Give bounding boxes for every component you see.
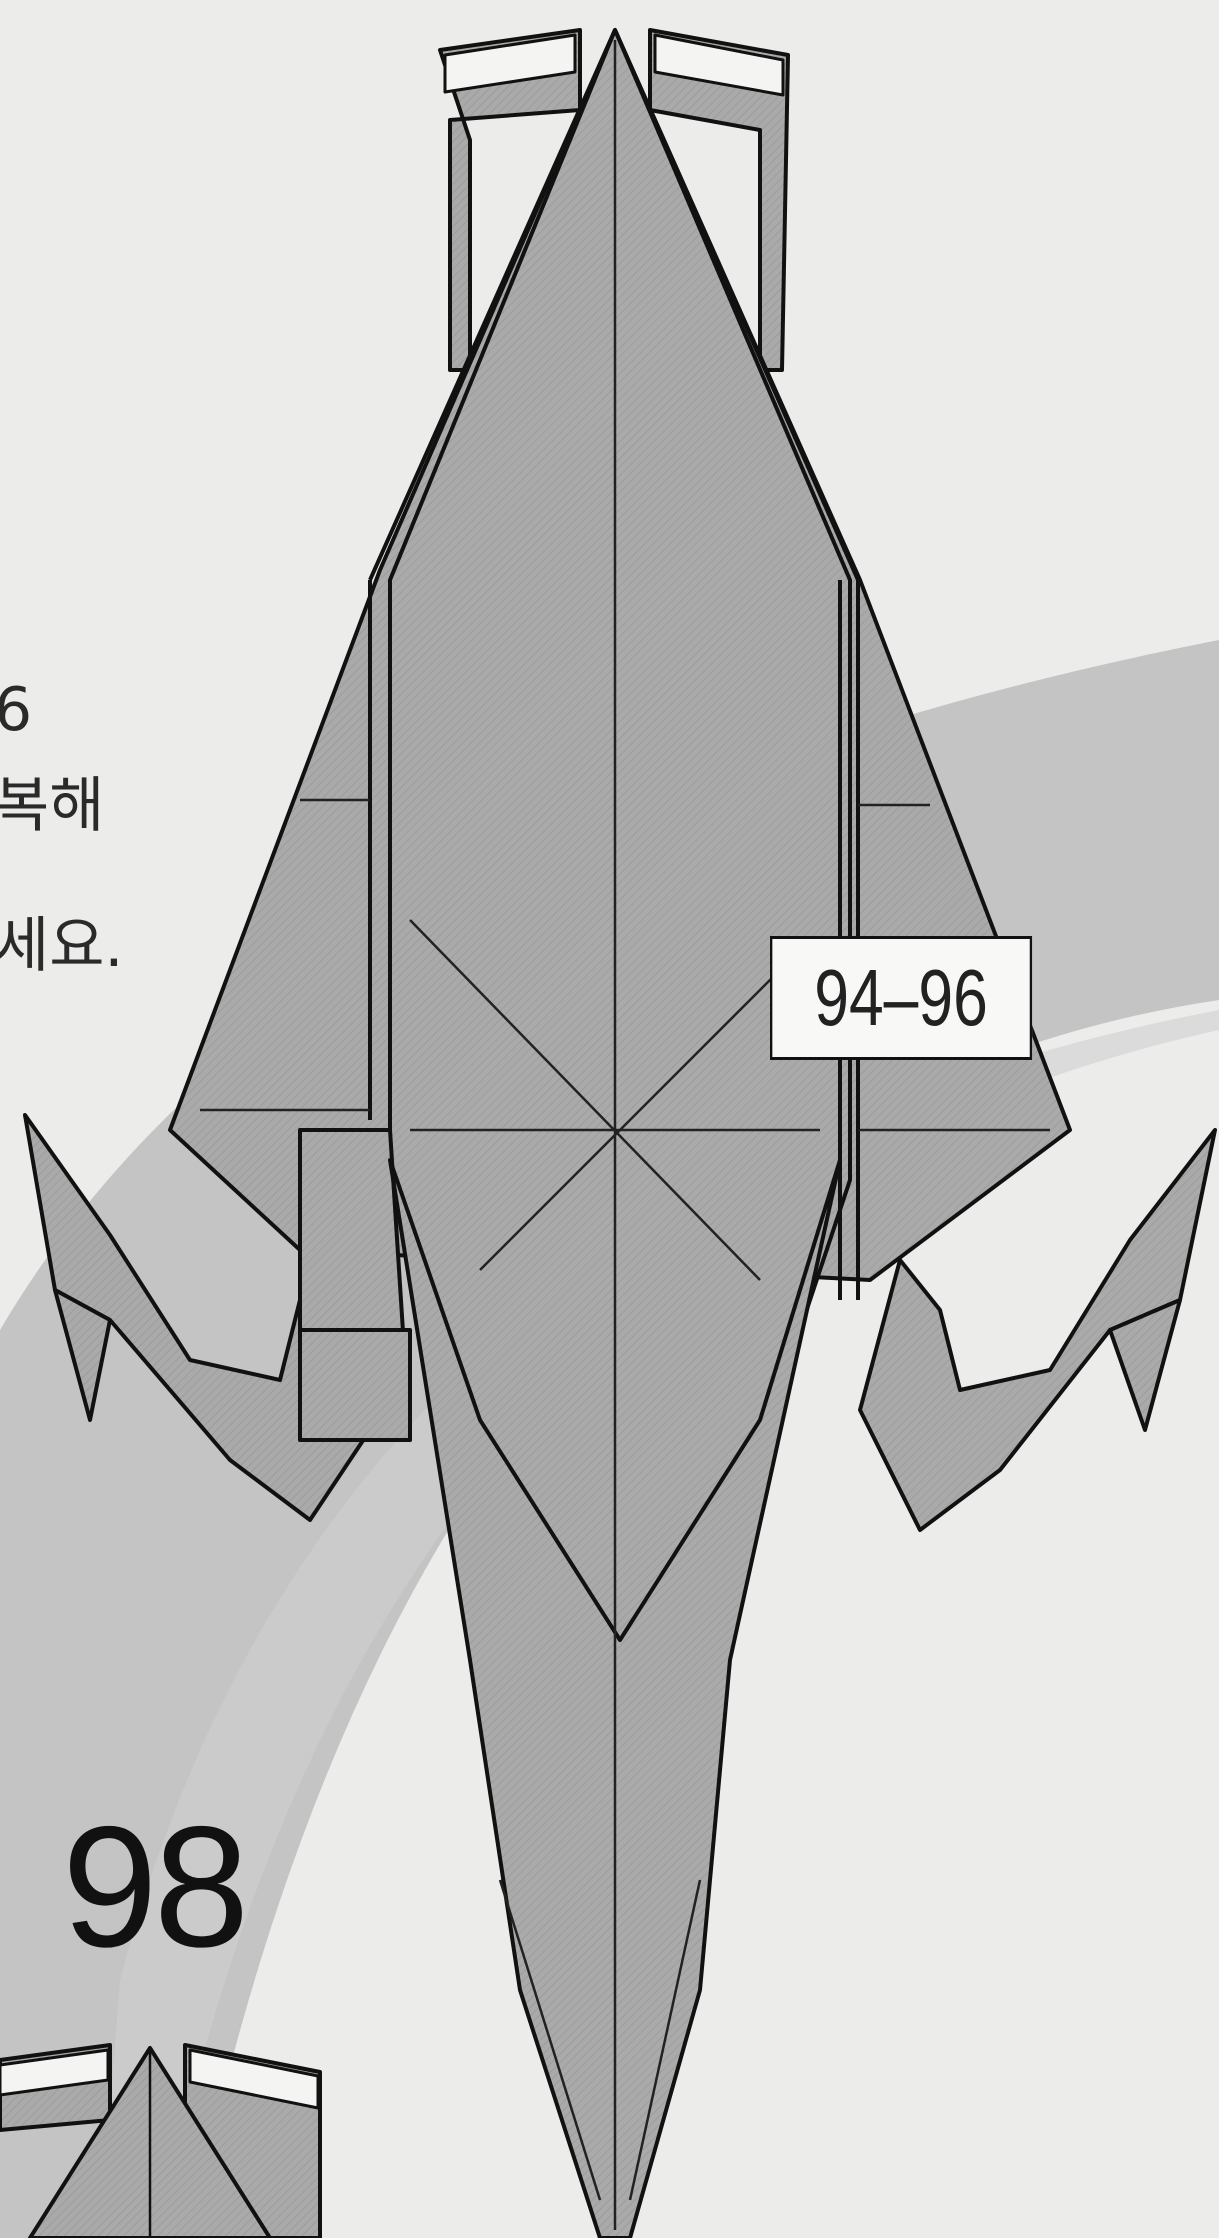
top-left-tab-stripe	[443, 33, 577, 94]
preview-left-stripe	[0, 2048, 110, 2097]
side-text-line-1: 6	[0, 675, 33, 745]
left-arm-claw	[53, 1288, 112, 1422]
next-step-preview	[0, 2043, 322, 2238]
tail-inner-left	[498, 1879, 602, 2201]
tail-inner-right	[628, 1879, 702, 2201]
step-number: 98	[62, 1791, 249, 1983]
crease-lines	[200, 40, 1050, 2230]
top-right-tab-stripe	[653, 33, 785, 97]
preview-right-stripe	[188, 2048, 320, 2110]
upper-right-hinge	[613, 29, 860, 581]
side-text-line-3: 세요.	[0, 911, 124, 981]
diagonal-crease-b	[479, 969, 781, 1271]
step-reference-label: 94–96	[770, 936, 1033, 1060]
left-sleeve	[368, 580, 392, 1120]
diagonal-crease-a	[409, 919, 761, 1281]
left-block-step	[300, 1328, 412, 1440]
top-left-tab	[438, 28, 582, 372]
side-text-line-2: 복해	[0, 771, 105, 841]
right-arm-claw	[1108, 1298, 1182, 1432]
upper-left-hinge	[368, 29, 617, 581]
